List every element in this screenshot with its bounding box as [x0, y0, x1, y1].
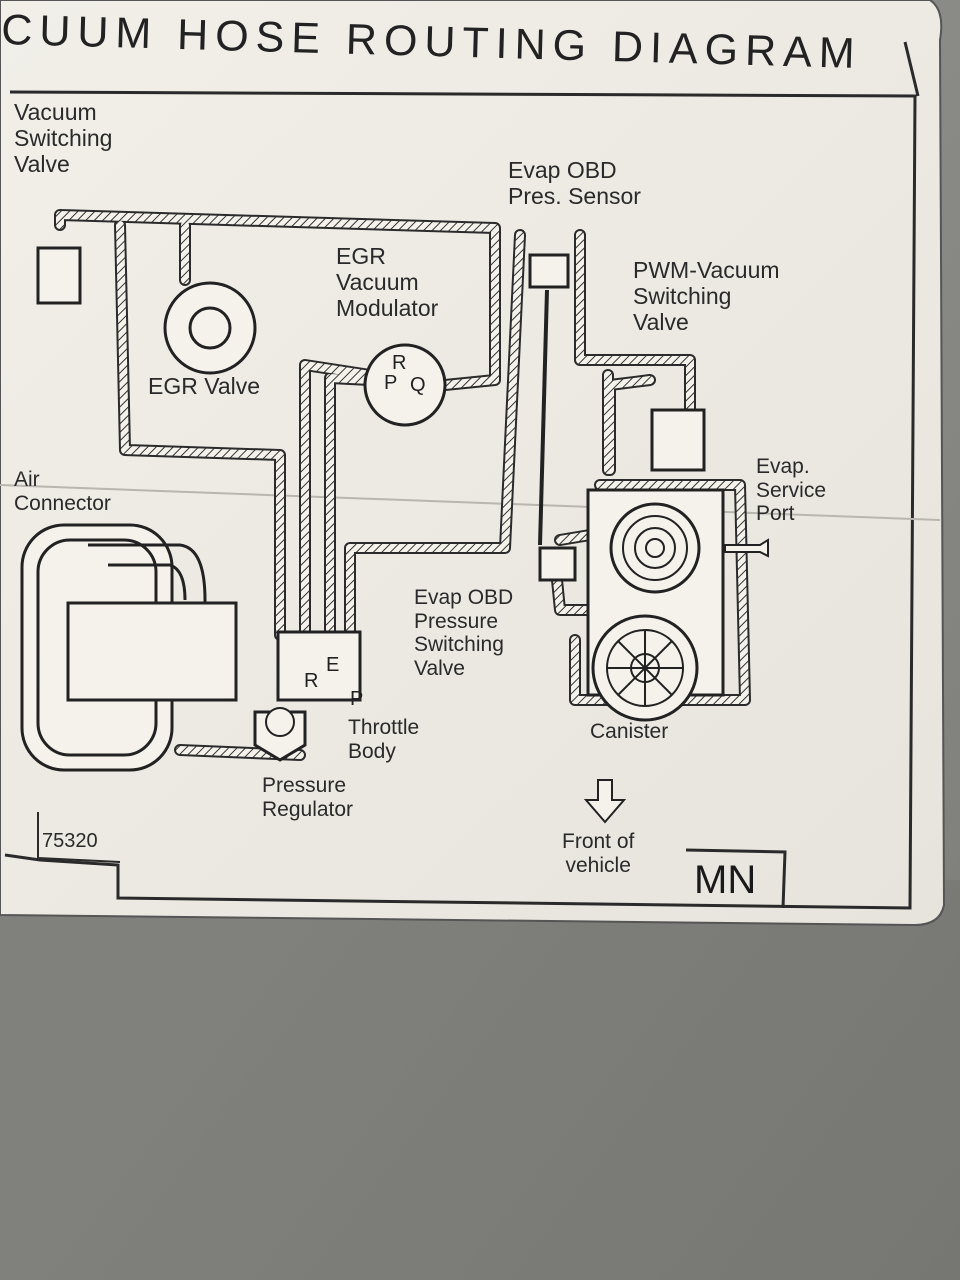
vacuum-switching-valve-label: Vacuum Switching Valve	[14, 99, 113, 177]
throttle-port-p: P	[350, 688, 364, 710]
evap-obd-pres-sensor-label: Evap OBD Pres. Sensor	[508, 157, 641, 209]
egr-vacuum-modulator-label: EGR Vacuum Modulator	[336, 243, 439, 321]
air-connector-label: Air Connector	[14, 468, 111, 515]
sensor-line	[538, 289, 549, 546]
pressure-switching-valve-shape	[538, 546, 577, 582]
evap-obd-pres-sensor-box	[528, 253, 570, 289]
modulator-port-q: Q	[410, 374, 426, 396]
air-connector-shape	[20, 523, 238, 772]
code-box	[37, 812, 121, 863]
egr-valve-label: EGR Valve	[148, 373, 261, 399]
throttle-port-r: R	[304, 670, 319, 692]
throttle-body-label: Throttle Body	[348, 716, 420, 763]
evap-service-port-label: Evap. Service Port	[756, 455, 827, 526]
front-of-vehicle-label: Front of vehicle	[562, 830, 635, 877]
canister-label: Canister	[590, 720, 669, 743]
emblem-mn: MN	[694, 858, 757, 902]
pwm-vacuum-switching-valve-label: PWM-Vacuum Switching Valve	[633, 257, 780, 335]
front-arrow-icon	[583, 779, 627, 824]
mn-box	[685, 848, 787, 909]
diagram-code: 75320	[42, 830, 98, 852]
throttle-port-e: E	[326, 654, 340, 676]
egr-vacuum-modulator-shape	[363, 343, 447, 427]
label-frame	[4, 90, 917, 910]
pressure-regulator-label: Pressure Regulator	[262, 774, 354, 821]
modulator-port-p: P	[384, 372, 398, 394]
pwm-vacuum-switching-valve-box	[650, 408, 706, 472]
vacuum-switching-valve-box	[36, 246, 82, 305]
modulator-port-r: R	[392, 352, 407, 374]
evap-obd-pressure-switching-valve-label: Evap OBD Pressure Switching Valve	[414, 586, 514, 680]
evap-service-port-shape	[724, 538, 769, 558]
throttle-body-box	[276, 630, 362, 702]
diagram-title: CUUM HOSE ROUTING DIAGRAM	[0, 6, 863, 79]
